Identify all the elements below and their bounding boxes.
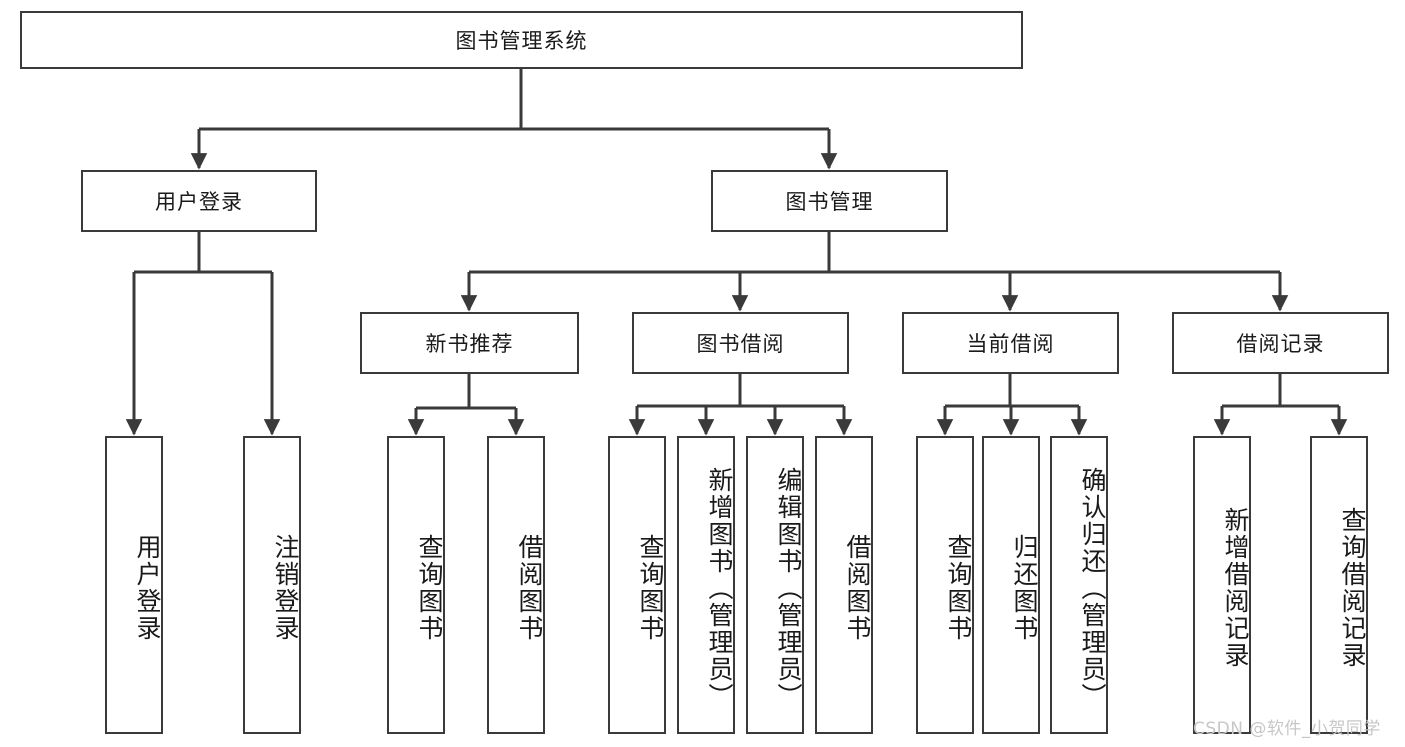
- node-leaf-query-book-2[interactable]: 查询图书: [608, 436, 666, 734]
- node-leaf-confirm-return[interactable]: 确认归还（管理员）: [1050, 436, 1108, 734]
- node-new-book-recommend[interactable]: 新书推荐: [360, 312, 579, 374]
- node-book-management[interactable]: 图书管理: [711, 170, 948, 232]
- node-label: 新增图书（管理员）: [705, 466, 734, 710]
- node-leaf-return-book[interactable]: 归还图书: [982, 436, 1040, 734]
- node-book-borrow[interactable]: 图书借阅: [632, 312, 849, 374]
- node-label: 归还图书: [1010, 534, 1039, 642]
- node-leaf-query-book-3[interactable]: 查询图书: [916, 436, 974, 734]
- node-leaf-logout-login[interactable]: 注销登录: [243, 436, 301, 734]
- node-label: 借阅图书: [843, 534, 872, 642]
- node-leaf-query-record[interactable]: 查询借阅记录: [1310, 436, 1368, 734]
- node-book-management-system[interactable]: 图书管理系统: [20, 11, 1023, 69]
- watermark-text: CSDN @软件_小贺同学: [1193, 719, 1381, 739]
- node-borrow-record[interactable]: 借阅记录: [1172, 312, 1389, 374]
- node-label: 图书管理系统: [455, 29, 588, 53]
- node-current-borrow[interactable]: 当前借阅: [902, 312, 1119, 374]
- node-label: 查询图书: [944, 534, 973, 642]
- node-label: 注销登录: [271, 534, 300, 642]
- node-leaf-edit-book[interactable]: 编辑图书（管理员）: [746, 436, 804, 734]
- node-label: 当前借阅: [966, 332, 1055, 356]
- node-label: 图书管理: [785, 190, 874, 214]
- node-leaf-query-book-1[interactable]: 查询图书: [387, 436, 445, 734]
- node-leaf-add-record[interactable]: 新增借阅记录: [1193, 436, 1251, 734]
- node-label: 用户登录: [155, 190, 243, 214]
- node-label: 用户登录: [133, 534, 162, 642]
- node-label: 查询借阅记录: [1338, 507, 1367, 669]
- node-leaf-add-book[interactable]: 新增图书（管理员）: [677, 436, 735, 734]
- node-label: 编辑图书（管理员）: [774, 466, 803, 710]
- node-leaf-borrow-book-1[interactable]: 借阅图书: [487, 436, 545, 734]
- node-label: 新增借阅记录: [1221, 507, 1250, 669]
- node-leaf-user-login[interactable]: 用户登录: [105, 436, 163, 734]
- node-label: 新书推荐: [425, 332, 514, 356]
- node-label: 图书借阅: [696, 332, 785, 356]
- node-leaf-borrow-book-2[interactable]: 借阅图书: [815, 436, 873, 734]
- node-label: 确认归还（管理员）: [1078, 466, 1107, 710]
- node-label: 借阅图书: [515, 534, 544, 642]
- node-label: 查询图书: [636, 534, 665, 642]
- node-user-login[interactable]: 用户登录: [81, 170, 317, 232]
- node-label: 查询图书: [415, 534, 444, 642]
- node-label: 借阅记录: [1236, 332, 1325, 356]
